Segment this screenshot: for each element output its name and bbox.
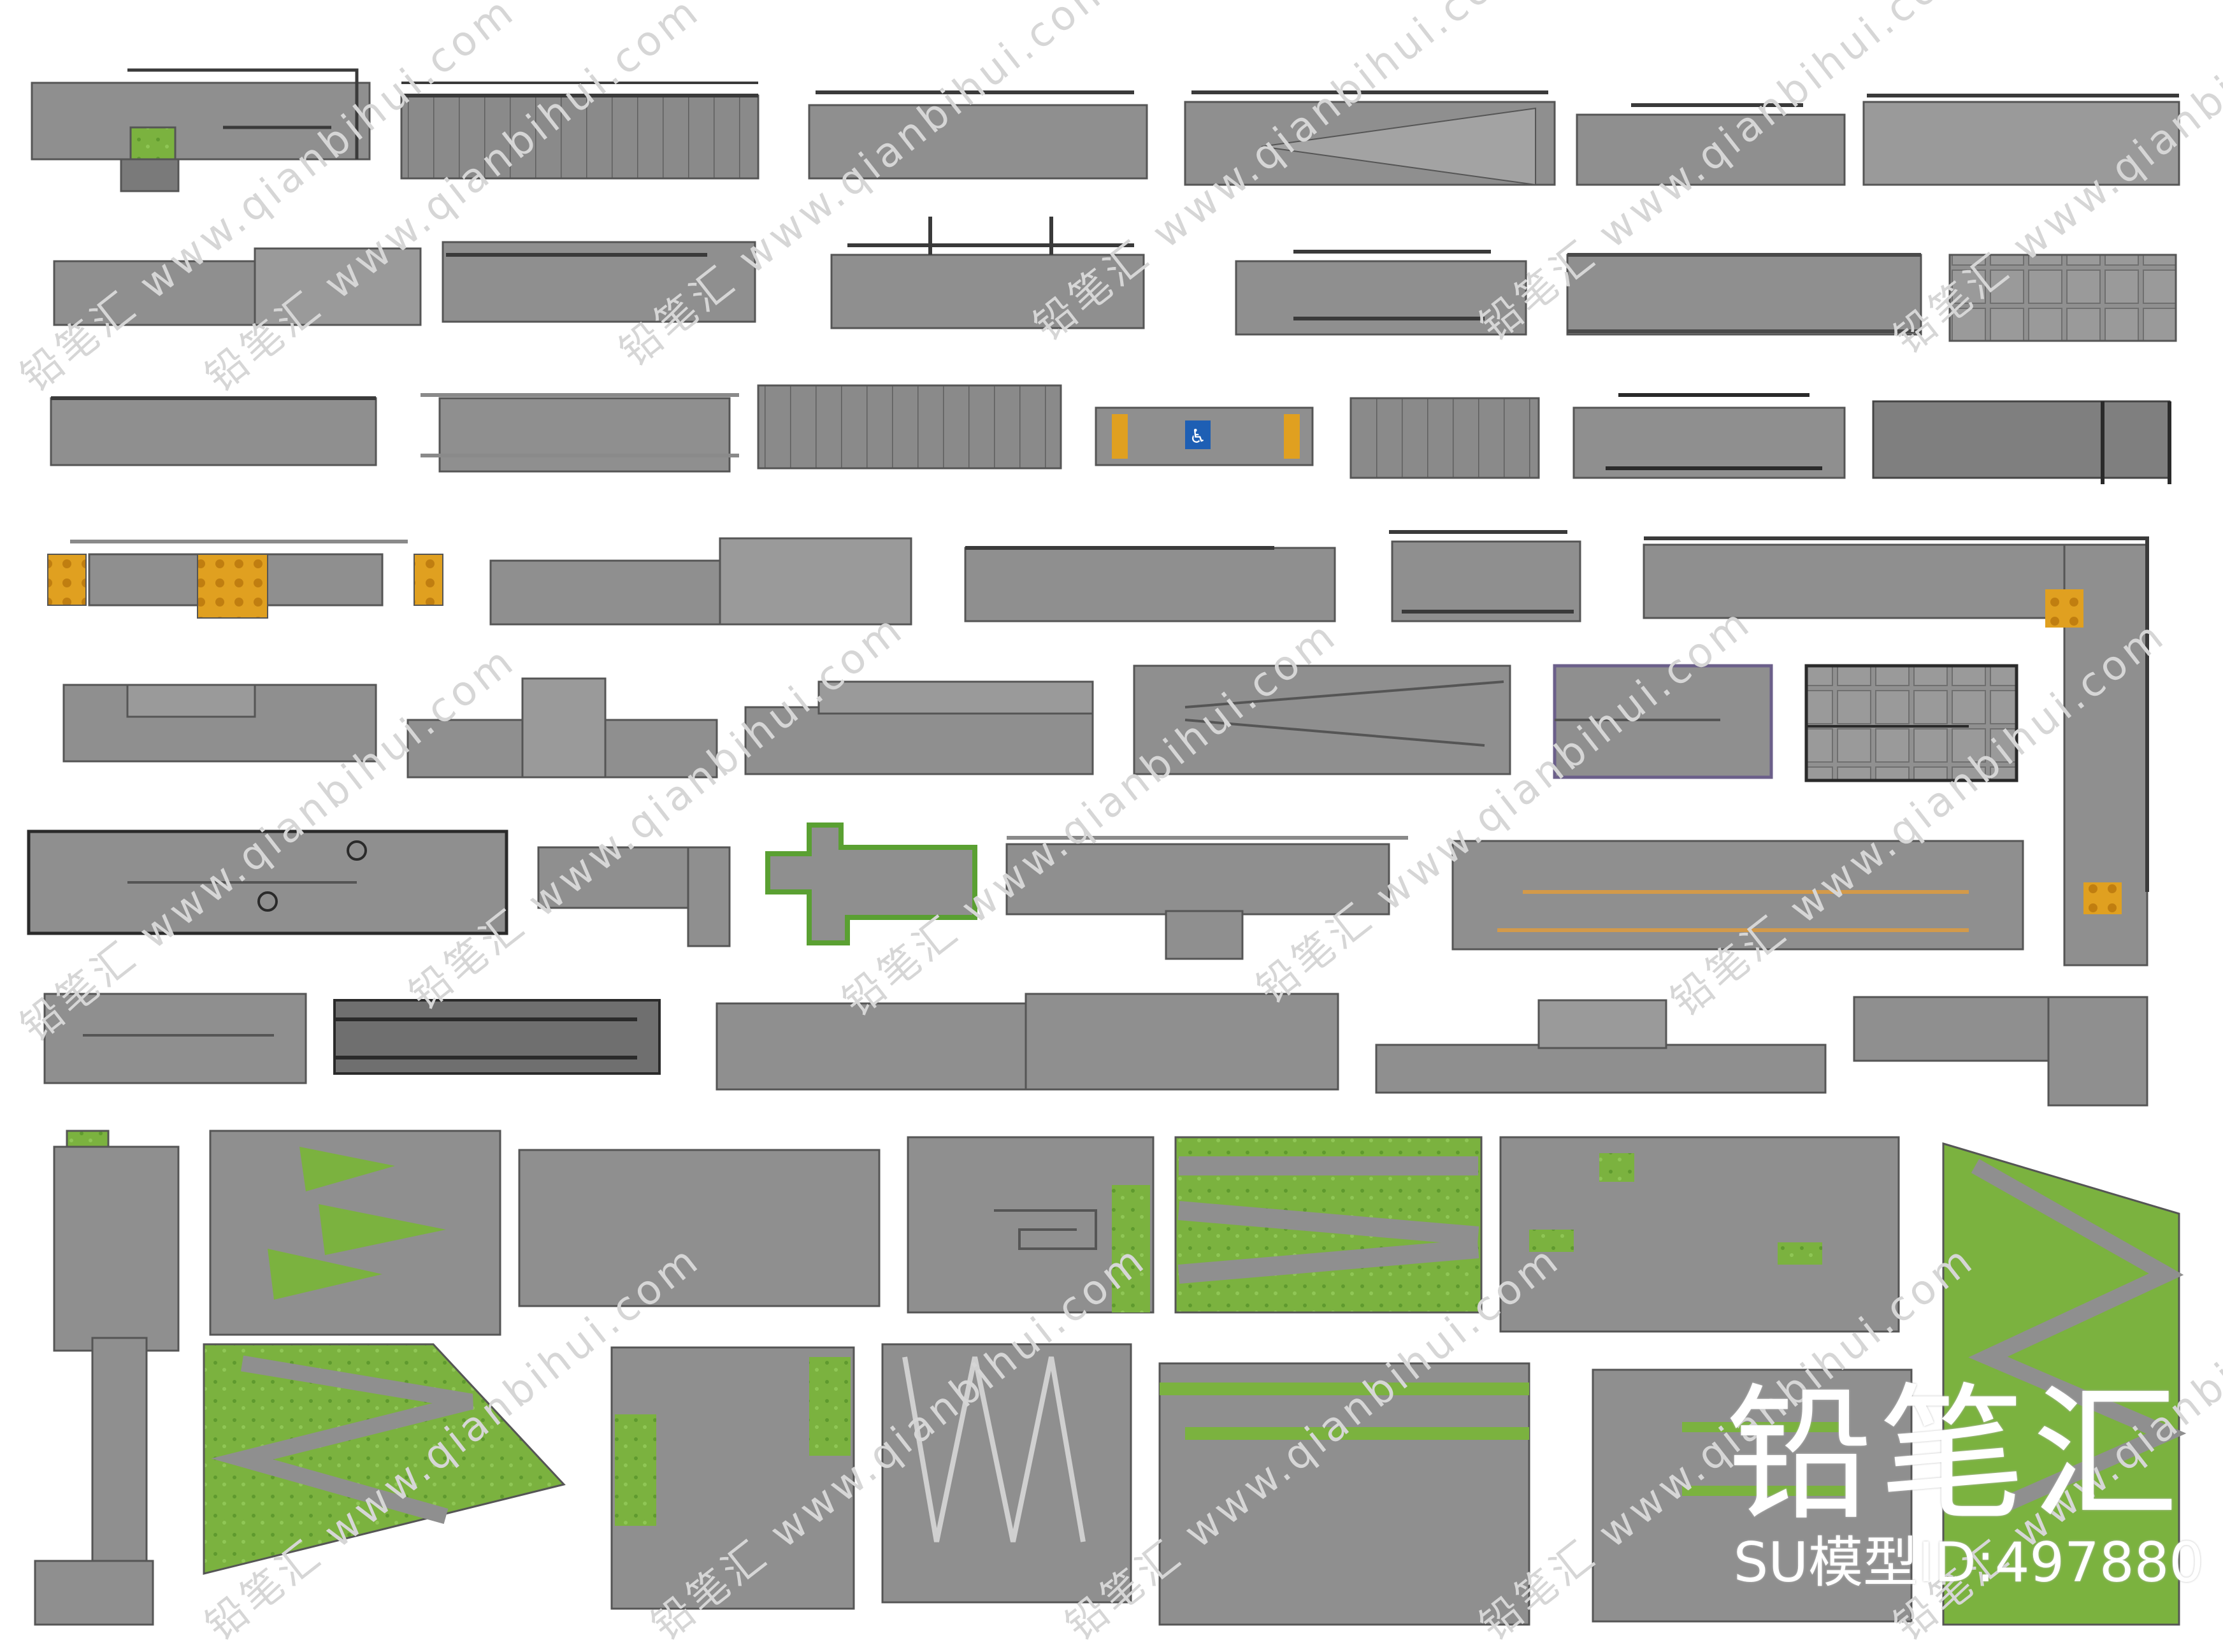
ramp-model-tactile-paving	[47, 540, 443, 619]
ramp-model-boxed-incline	[1349, 397, 1540, 479]
ramp-model-z-switchback	[1133, 664, 1511, 775]
ramp-model-raised-platform	[1375, 999, 1827, 1094]
ramp-model-black-rail-steps	[1572, 393, 1846, 479]
ramp-model-dark-railing	[333, 999, 661, 1075]
ramp-model-purple-frame-u	[1553, 664, 1773, 779]
ramp-model-wheelchair-lane	[27, 830, 508, 935]
ramp-model-long-handrail	[964, 546, 1336, 622]
ramp-model-railed-terrace	[1005, 836, 1408, 960]
ramp-model-stepped-railing	[400, 82, 759, 180]
ramp-model-l-corner	[537, 846, 731, 947]
ramp-model-switchback-small	[43, 993, 307, 1084]
ramp-model-spiral-plaza	[907, 1136, 1155, 1314]
ramp-model-vertical-strip	[34, 1130, 180, 1626]
ramp-model-green-lawn-zigzag	[1942, 1142, 2187, 1626]
ramp-model-stair-plaza	[610, 1346, 855, 1610]
ramp-model-triangle-pattern	[881, 1343, 1132, 1604]
ramp-model-straight-handrail	[808, 90, 1148, 180]
model-id: SU模型ID:497880	[1733, 1531, 2204, 1595]
ramp-model-green-diagonal	[203, 1343, 566, 1575]
ramp-model-wedge-ramp	[1184, 90, 1556, 186]
wheelchair-icon	[347, 840, 367, 861]
ramp-model-channel-ramp	[1862, 94, 2180, 186]
wheelchair-icon: ♿	[1190, 426, 1207, 448]
ramp-model-glass-rail	[1566, 253, 1922, 336]
ramp-model-center-rail	[421, 393, 739, 473]
ramp-model-ribbed-incline	[757, 384, 1062, 470]
ramp-model-tiled-bridge	[1948, 254, 2177, 342]
ramp-model-switchback-planter	[31, 68, 371, 192]
ramp-model-green-steps	[1158, 1362, 1530, 1626]
ramp-model-t-shaped	[406, 677, 718, 779]
ramp-model-notched-slab	[716, 1002, 1033, 1091]
ramp-model-short-handrail	[1576, 103, 1846, 186]
ramp-model-green-switchback	[1174, 1136, 1483, 1314]
ramp-model-green-border-plus	[765, 822, 977, 945]
ramp-model-accessible-parking: ♿	[1095, 406, 1314, 466]
ramp-model-grid-steps	[50, 396, 377, 466]
ramp-model-double-posts	[830, 217, 1145, 329]
ramp-model-wide-incline	[1025, 993, 1339, 1091]
ramp-model-l-shaped	[1643, 536, 2149, 966]
ramp-model-platform-left	[62, 684, 377, 763]
ramp-model-stepped-platform	[489, 537, 912, 626]
ramp-model-rail-both-sides	[1235, 250, 1527, 336]
ramp-model-wood-rail-long	[1451, 840, 2024, 951]
ramp-model-long-slope	[53, 247, 422, 326]
ramp-model-green-zigzag	[209, 1130, 501, 1336]
brand-title: 铅笔汇	[1725, 1370, 2185, 1541]
ramp-model-green-border-plaza	[1592, 1368, 1913, 1623]
ramp-model-planter-terrace	[1499, 1136, 1900, 1333]
ramp-model-steel-frame	[1872, 400, 2171, 484]
ramp-model-slope-with-rail	[442, 241, 756, 323]
ramp-model-stepped-block	[744, 680, 1094, 775]
wheelchair-icon	[257, 891, 278, 912]
ramp-model-tiled-u-frame	[1804, 664, 2018, 782]
ramp-model-offset-rail	[1389, 530, 1581, 622]
ramp-model-wide-block	[518, 1149, 881, 1307]
ramp-model-rail-corner	[1853, 996, 2148, 1107]
